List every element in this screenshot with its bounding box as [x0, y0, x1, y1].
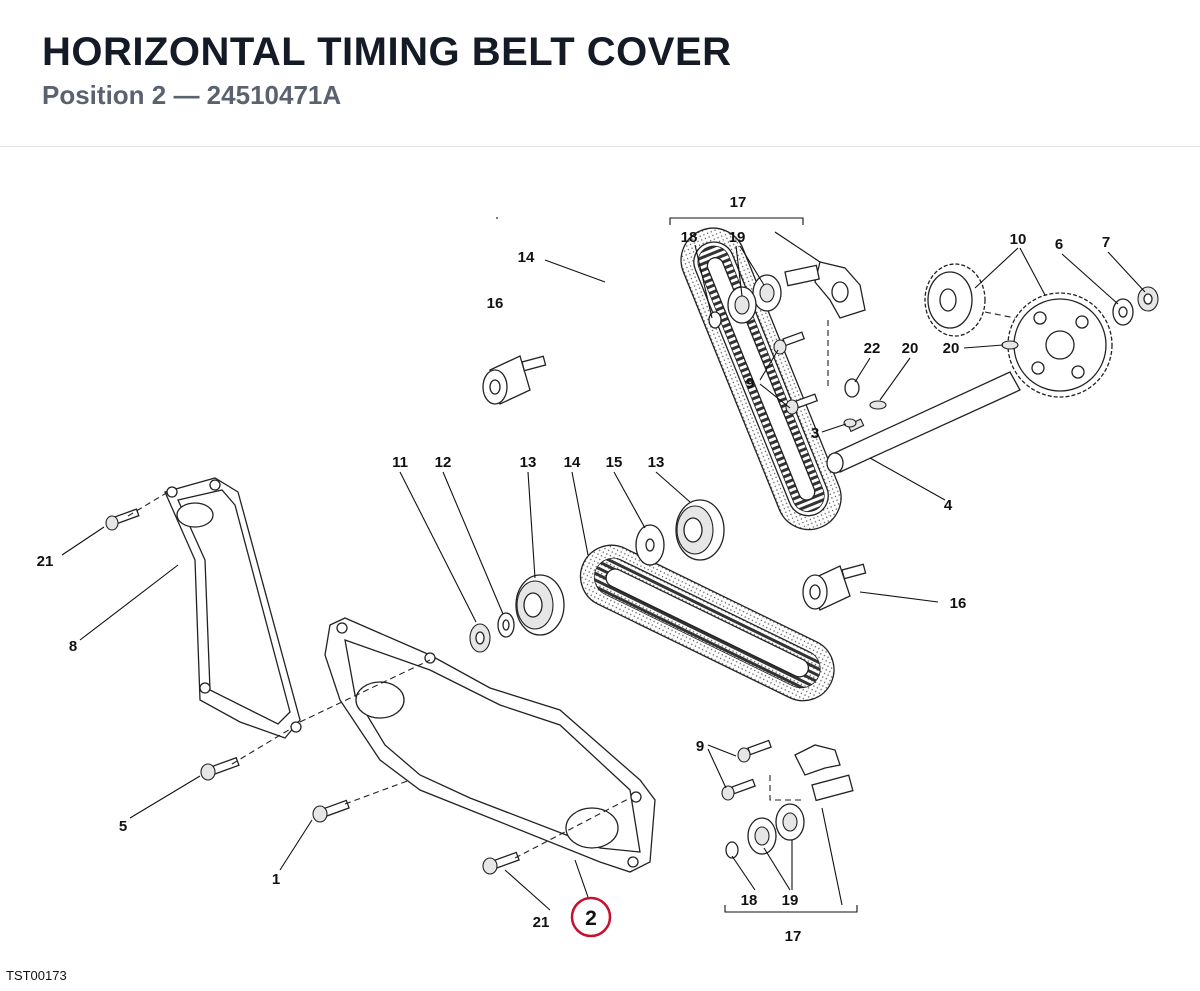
label-19-bottom: 19 [782, 892, 799, 909]
key-3 [843, 418, 857, 428]
drawing-code: TST00173 [6, 968, 67, 983]
gear-large [1007, 292, 1113, 398]
label-20-b: 20 [943, 340, 960, 357]
key-20-b [869, 400, 887, 410]
highlight-ring [570, 896, 612, 938]
circlip-22 [844, 378, 860, 398]
label-21-top: 21 [37, 553, 54, 570]
label-13-a: 13 [520, 454, 537, 471]
pulley-left [515, 574, 565, 636]
label-12: 12 [435, 454, 452, 471]
timing-belt-lower [579, 544, 835, 702]
label-20-a: 20 [902, 340, 919, 357]
bolt-9-top-a [773, 331, 806, 355]
washer-6 [1112, 298, 1134, 326]
label-9-bottom: 9 [696, 738, 704, 755]
label-21-bottom: 21 [533, 914, 550, 931]
bolt-9-top-b [785, 393, 819, 415]
page-subtitle: Position 2 — 24510471A [42, 80, 342, 110]
tensioner-lower [725, 744, 854, 859]
label-14-mid: 14 [564, 454, 581, 471]
alignment-lines [127, 311, 1016, 859]
label-14-top: 14 [518, 249, 535, 266]
rear-bracket [164, 477, 302, 739]
spacer-16-top [482, 355, 547, 405]
washer-12 [497, 612, 515, 638]
bolt-5 [200, 756, 240, 781]
leader-lines [61, 217, 1146, 911]
label-9-top: 9 [746, 375, 754, 392]
label-13-b: 13 [648, 454, 665, 471]
key-20-a [1001, 340, 1019, 350]
page-title: HORIZONTAL TIMING BELT COVER [42, 30, 732, 74]
camshaft [826, 371, 1021, 474]
label-10: 10 [1010, 231, 1027, 248]
label-8: 8 [69, 638, 77, 655]
bolt-9-bottom-b [721, 778, 756, 801]
washer-15 [635, 524, 665, 566]
label-3: 3 [811, 425, 819, 442]
label-11: 11 [392, 454, 408, 471]
label-16-top: 16 [487, 295, 504, 312]
label-19-top: 19 [729, 229, 746, 246]
horizontal-cover [324, 617, 656, 873]
bolt-9-bottom-a [737, 739, 772, 763]
bolt-21-bottom [482, 851, 520, 875]
bracket-17-top [669, 217, 804, 225]
bracket-17-bottom [724, 905, 858, 913]
label-22: 22 [864, 340, 881, 357]
label-2: 2 [585, 907, 597, 930]
tensioner-upper [708, 261, 866, 390]
label-6: 6 [1055, 236, 1063, 253]
bolt-21-top [105, 508, 140, 531]
gear-small [924, 263, 986, 337]
label-4: 4 [944, 497, 953, 514]
label-18-bottom: 18 [741, 892, 758, 909]
nut-7 [1137, 286, 1159, 312]
label-16-right: 16 [950, 595, 967, 612]
exploded-parts-diagram: 17 18 19 10 6 7 14 16 22 20 20 9 3 4 11 … [37, 194, 1159, 945]
spacer-16-right [802, 563, 867, 611]
highlight-callout-2: 2 [570, 896, 612, 938]
nut-11 [469, 623, 491, 653]
label-1: 1 [272, 871, 280, 888]
label-18-top: 18 [681, 229, 698, 246]
pulley-right [675, 499, 725, 561]
bolt-1 [312, 799, 350, 823]
header: HORIZONTAL TIMING BELT COVER Position 2 … [0, 0, 1200, 147]
label-5: 5 [119, 818, 127, 835]
label-17-top: 17 [730, 194, 747, 211]
label-17-bottom: 17 [785, 928, 802, 945]
label-7: 7 [1102, 234, 1110, 251]
label-15: 15 [606, 454, 623, 471]
